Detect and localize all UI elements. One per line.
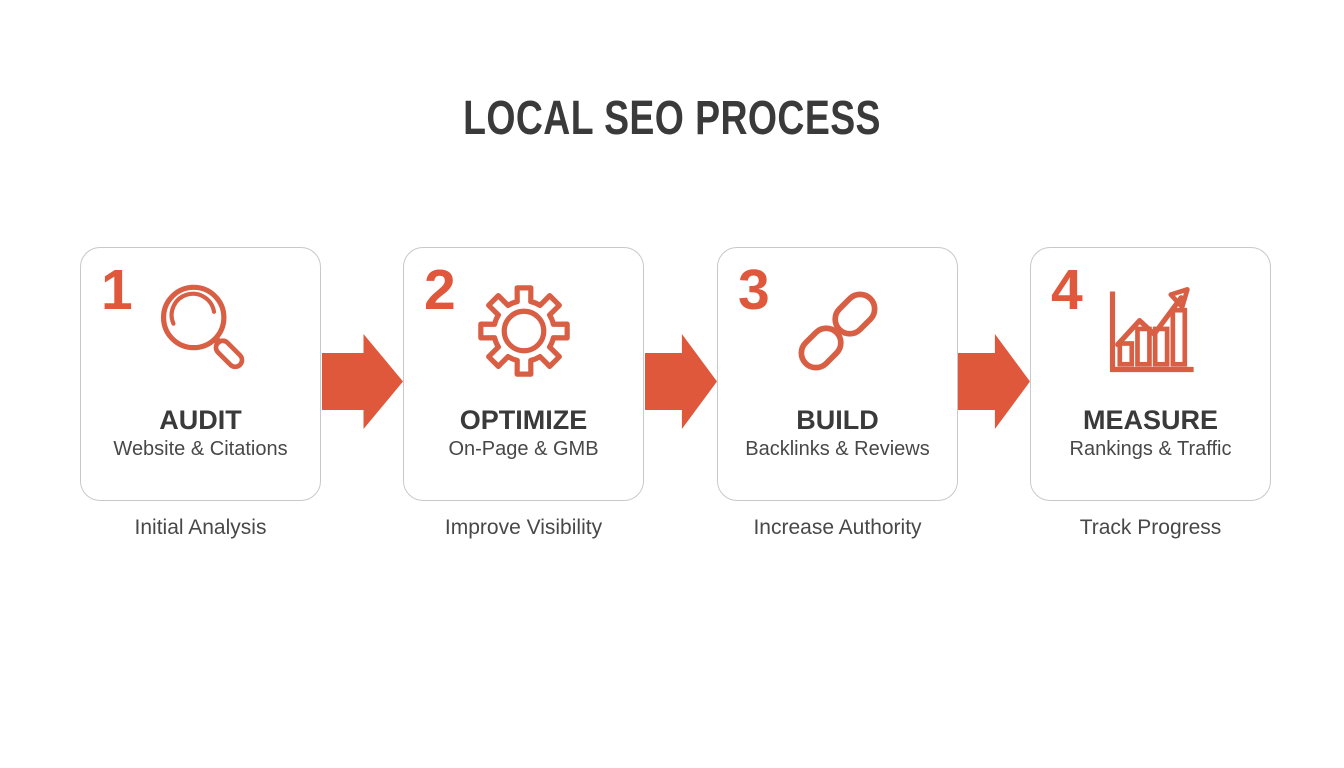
step-measure: 4 MEASURE Rankings & Traffic Track Progr…	[1030, 247, 1271, 540]
arrow-right-icon	[322, 334, 403, 429]
step-subtitle: Backlinks & Reviews	[745, 438, 930, 460]
arrow-right-icon	[958, 334, 1030, 429]
step-title: MEASURE	[1082, 405, 1218, 435]
step-caption: Track Progress	[1079, 516, 1222, 539]
step-optimize: 2 OPTIMIZE On-Page & GMB Improve Visibil…	[403, 247, 644, 540]
step-title: BUILD	[796, 405, 879, 435]
step-build: 3 BUILD Backlinks & Reviews Increase Aut…	[717, 247, 958, 540]
step-caption: Increase Authority	[753, 516, 922, 539]
step-subtitle: Website & Citations	[113, 438, 288, 460]
chain-link-icon	[786, 279, 890, 383]
step-subtitle: Rankings & Traffic	[1069, 438, 1232, 460]
magnifier-icon	[149, 279, 253, 383]
page-title: LOCAL SEO PROCESS	[463, 92, 881, 145]
step-number: 3	[738, 258, 770, 322]
step-card: 3 BUILD Backlinks & Reviews	[717, 247, 958, 501]
step-card: 2 OPTIMIZE On-Page & GMB	[403, 247, 644, 501]
gear-icon	[472, 279, 576, 383]
step-number: 2	[424, 258, 456, 322]
step-number: 4	[1051, 258, 1083, 322]
step-title: AUDIT	[159, 405, 242, 435]
step-audit: 1 AUDIT Website & Citations Initial Anal…	[80, 247, 321, 540]
step-number: 1	[101, 258, 133, 322]
step-card: 4 MEASURE Rankings & Traffic	[1030, 247, 1271, 501]
step-caption: Initial Analysis	[134, 516, 267, 539]
arrow-right-icon	[645, 334, 717, 429]
bar-chart-icon	[1099, 279, 1203, 383]
step-caption: Improve Visibility	[444, 516, 603, 539]
step-title: OPTIMIZE	[459, 405, 588, 435]
step-subtitle: On-Page & GMB	[448, 438, 599, 460]
step-card: 1 AUDIT Website & Citations	[80, 247, 321, 501]
